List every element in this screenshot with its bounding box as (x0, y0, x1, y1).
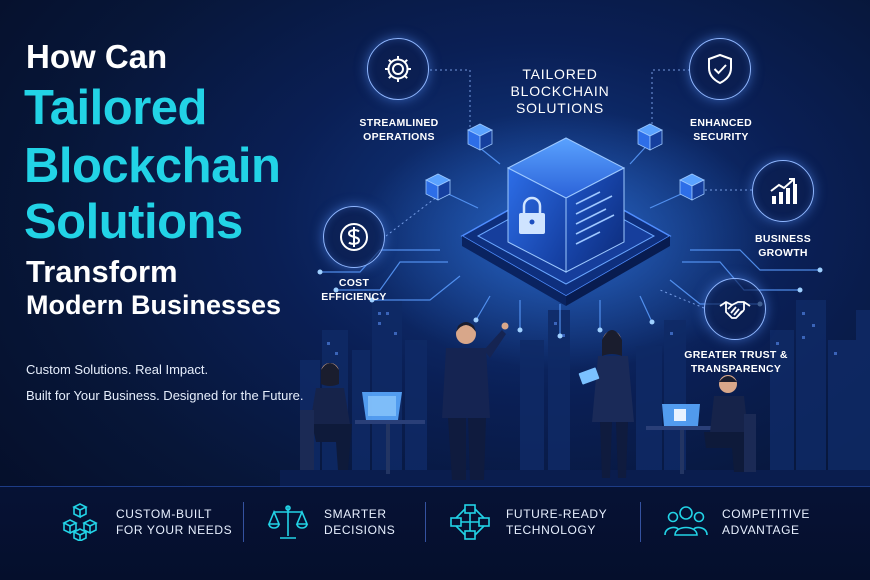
blockchain-cube (506, 137, 626, 273)
benefit-smarter-decisions: SMARTER DECISIONS (266, 503, 395, 541)
headline-line-4: Solutions (24, 195, 243, 249)
person-tablet (578, 330, 634, 478)
divider (640, 502, 641, 542)
benefit-line-2: FOR YOUR NEEDS (116, 523, 233, 537)
benefit-line-1: COMPETITIVE (722, 507, 810, 521)
benefit-line-2: ADVANTAGE (722, 523, 800, 537)
person-seated-right (646, 375, 756, 474)
small-cubes (425, 123, 705, 201)
benefit-competitive-advantage: COMPETITIVE ADVANTAGE (664, 503, 810, 541)
center-title: TAILORED BLOCKCHAIN SOLUTIONS (510, 66, 610, 116)
team-icon (664, 506, 708, 536)
feature-label-cost-efficiency: COST EFFICIENCY (321, 277, 387, 303)
headline-line-3: Blockchain (24, 139, 281, 193)
shield-check-icon (689, 38, 751, 100)
headline-line-2: Tailored (24, 81, 207, 135)
tagline-2: Built for Your Business. Designed for th… (26, 388, 304, 403)
scales-icon (267, 505, 309, 539)
headline-line-5: Transform (26, 254, 178, 289)
headline-line-1: How Can (26, 38, 168, 75)
benefit-custom-built: CUSTOM-BUILT FOR YOUR NEEDS (58, 503, 232, 541)
tagline-1: Custom Solutions. Real Impact. (26, 362, 209, 377)
dollar-icon (323, 206, 385, 268)
divider (243, 502, 244, 542)
growth-chart-icon (752, 160, 814, 222)
feature-label-streamlined-operations: STREAMLINED OPERATIONS (359, 117, 439, 143)
benefit-line-2: TECHNOLOGY (506, 523, 597, 537)
benefits-bar (0, 486, 870, 580)
feature-label-greater-trust: GREATER TRUST & TRANSPARENCY (684, 349, 788, 375)
network-icon (450, 504, 490, 540)
benefit-line-1: SMARTER (324, 507, 387, 521)
headline-line-6: Modern Businesses (26, 290, 282, 320)
feature-label-enhanced-security: ENHANCED SECURITY (690, 117, 752, 143)
benefit-line-2: DECISIONS (324, 523, 396, 537)
person-seated-left (300, 363, 425, 474)
benefit-line-1: CUSTOM-BUILT (116, 507, 213, 521)
cubes-icon (62, 503, 98, 541)
benefit-line-1: FUTURE-READY (506, 507, 608, 521)
gear-icon (367, 38, 429, 100)
feature-label-business-growth: BUSINESS GROWTH (754, 233, 812, 259)
divider (425, 502, 426, 542)
benefit-future-ready: FUTURE-READY TECHNOLOGY (448, 503, 607, 541)
person-pointing (442, 322, 509, 480)
handshake-icon (704, 278, 766, 340)
